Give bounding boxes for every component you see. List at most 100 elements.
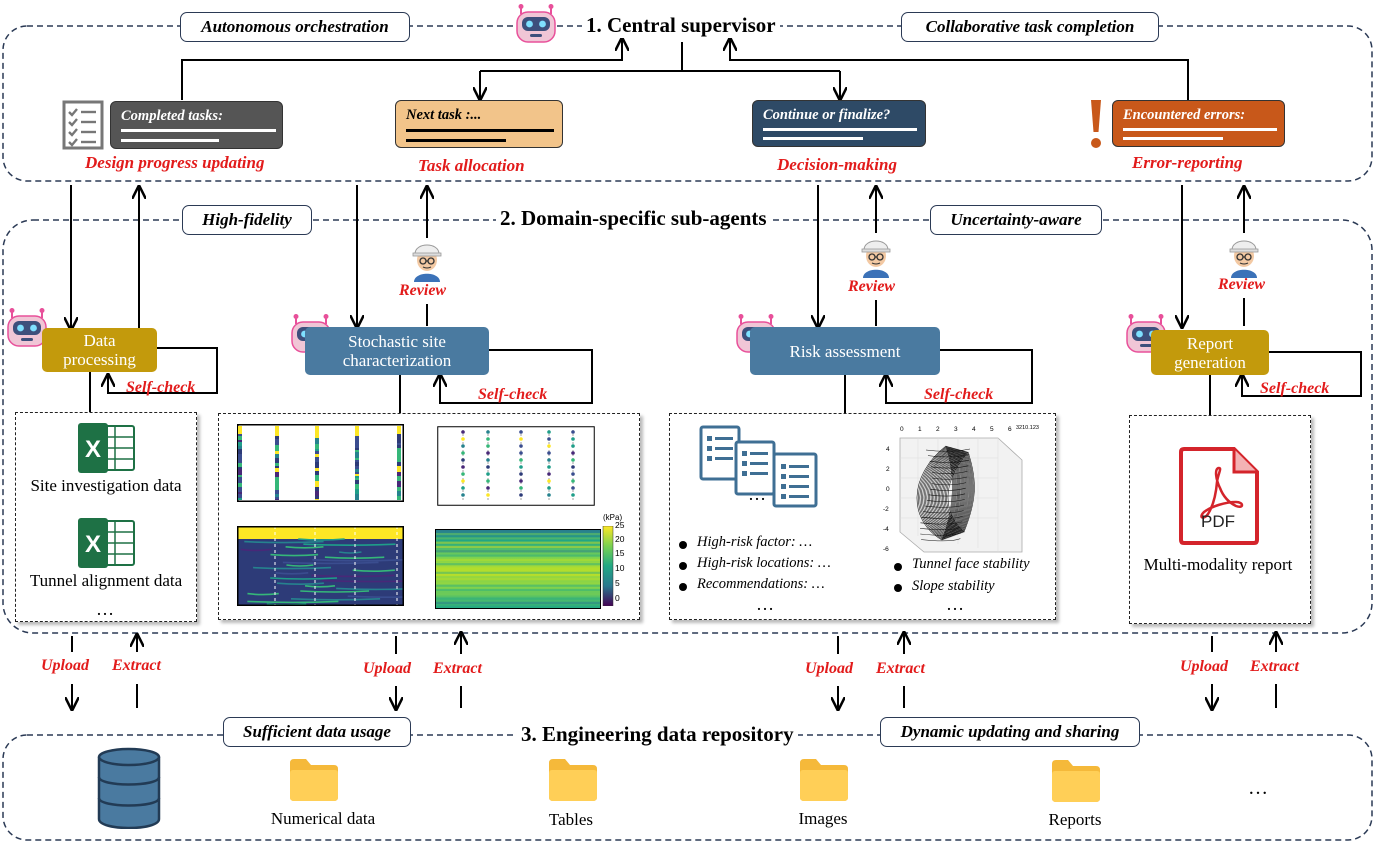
tag-sufficient-data: Sufficient data usage	[223, 717, 411, 747]
colorbar-tick: 5	[615, 578, 620, 588]
design-progress-label: Design progress updating	[85, 153, 265, 172]
report-output-box: PDF Multi-modality report	[1129, 415, 1311, 624]
svg-text:X: X	[85, 531, 101, 558]
sparse-measurements-plot	[437, 426, 595, 506]
multi-modality-report-label: Multi-modality report	[1143, 555, 1293, 574]
axis-tick: 5	[990, 426, 994, 433]
card-line	[121, 139, 219, 142]
stochastic-output-box: (kPa) 25 20 15 10 5 0	[218, 413, 640, 620]
extract-label: Extract	[876, 660, 925, 677]
more-dots: …	[946, 594, 966, 614]
svg-text:X: X	[85, 436, 101, 463]
bullet	[679, 562, 687, 570]
strength-field-plot	[435, 529, 601, 609]
excel-icon: X	[78, 423, 135, 473]
axis-tick: 1	[918, 426, 922, 433]
pdf-text: PDF	[1201, 512, 1235, 531]
risk-item-recommendations: Recommendations: …	[697, 576, 825, 592]
tunnel-alignment-label: Tunnel alignment data	[29, 571, 183, 590]
folder-label-numerical: Numerical data	[270, 809, 376, 828]
card-line	[121, 129, 276, 132]
folder-icon	[290, 759, 338, 801]
axis-tick: 2	[886, 466, 890, 473]
excel-icon: X	[78, 518, 135, 568]
axis-tick: 2	[936, 426, 940, 433]
axis-tick: 3210.123	[1016, 425, 1039, 431]
bullet	[679, 583, 687, 591]
colorbar-tick: 15	[615, 548, 625, 558]
plot-axis-top: 0 1 2 3 4 5 6 3210.123	[898, 425, 1039, 438]
axis-tick: -4	[883, 526, 889, 533]
continue-finalize-text: Continue or finalize?	[763, 107, 891, 123]
self-check-label: Self-check	[126, 379, 196, 396]
bullet	[894, 584, 902, 592]
error-reporting-label: Error-reporting	[1132, 153, 1243, 172]
card-line	[1123, 128, 1277, 131]
folder-label-images: Images	[798, 809, 848, 828]
stochastic-agent: Stochastic site characterization	[305, 327, 489, 375]
risk-assessment-agent: Risk assessment	[750, 327, 940, 375]
report-generation-agent: Report generation	[1151, 330, 1269, 375]
more-dots: …	[1248, 777, 1270, 799]
database-icon	[97, 747, 161, 829]
documents-icon	[699, 425, 818, 508]
colorbar-ticks: 25 20 15 10 5 0	[615, 520, 635, 610]
colorbar	[602, 526, 614, 606]
decision-making-label: Decision-making	[777, 155, 897, 174]
self-check-label: Self-check	[924, 386, 994, 403]
risk-item-factor: High-risk factor: …	[697, 534, 813, 550]
self-check-label: Self-check	[478, 386, 548, 403]
tunnel-face-stability: Tunnel face stability	[912, 556, 1030, 572]
tag-uncertainty-aware: Uncertainty-aware	[930, 205, 1102, 235]
review-label: Review	[1218, 276, 1266, 293]
more-dots: …	[756, 594, 776, 614]
engineer-review-icon	[412, 244, 442, 282]
upload-label: Upload	[41, 657, 89, 674]
colorbar-tick: 20	[615, 534, 625, 544]
exclamation-icon	[1091, 100, 1101, 148]
card-line	[406, 129, 554, 132]
tunnel-face-3d-plot	[899, 437, 1023, 553]
axis-tick: 3	[954, 426, 958, 433]
extract-label: Extract	[1250, 658, 1299, 675]
supervisor-robot-icon	[516, 4, 556, 43]
encountered-errors-card: Encountered errors:	[1112, 100, 1285, 147]
self-check-label: Self-check	[1260, 380, 1330, 397]
site-investigation-label: Site investigation data	[30, 476, 182, 495]
checklist-icon	[62, 100, 104, 150]
folder-icon	[800, 759, 848, 801]
review-label: Review	[399, 282, 447, 299]
repository-frame	[2, 734, 1373, 841]
review-label: Review	[848, 278, 896, 295]
bullet	[679, 541, 687, 549]
axis-tick: 0	[900, 426, 904, 433]
bullet	[894, 563, 902, 571]
tag-autonomous-orchestration: Autonomous orchestration	[180, 12, 410, 42]
data-processing-output-box: X Site investigation data X Tunnel align…	[15, 412, 197, 622]
card-line	[763, 128, 917, 131]
axis-tick: 4	[972, 426, 976, 433]
extract-label: Extract	[112, 657, 161, 674]
task-allocation-label: Task allocation	[418, 156, 525, 175]
upload-label: Upload	[363, 660, 411, 677]
folder-icon	[1052, 760, 1100, 802]
repository-title: 3. Engineering data repository	[517, 722, 798, 747]
data-processing-agent: Data processing	[42, 328, 157, 372]
axis-tick: -6	[883, 546, 889, 553]
colorbar-tick: 25	[615, 520, 625, 530]
pdf-icon	[1179, 447, 1259, 545]
stratigraphy-field-plot	[237, 526, 404, 606]
extract-label: Extract	[433, 660, 482, 677]
borehole-profiles-plot	[237, 424, 404, 502]
card-line	[406, 139, 506, 142]
next-task-text: Next task :...	[406, 107, 482, 123]
card-line	[763, 137, 863, 140]
risk-output-box: … High-risk factor: … High-risk location…	[669, 413, 1056, 620]
completed-tasks-text: Completed tasks:	[121, 108, 223, 124]
folder-label-tables: Tables	[548, 810, 594, 829]
tag-high-fidelity: High-fidelity	[182, 205, 312, 235]
risk-item-locations: High-risk locations: …	[697, 555, 831, 571]
engineer-review-icon	[861, 240, 891, 278]
colorbar-tick: 10	[615, 563, 625, 573]
axis-tick: 6	[1008, 426, 1012, 433]
